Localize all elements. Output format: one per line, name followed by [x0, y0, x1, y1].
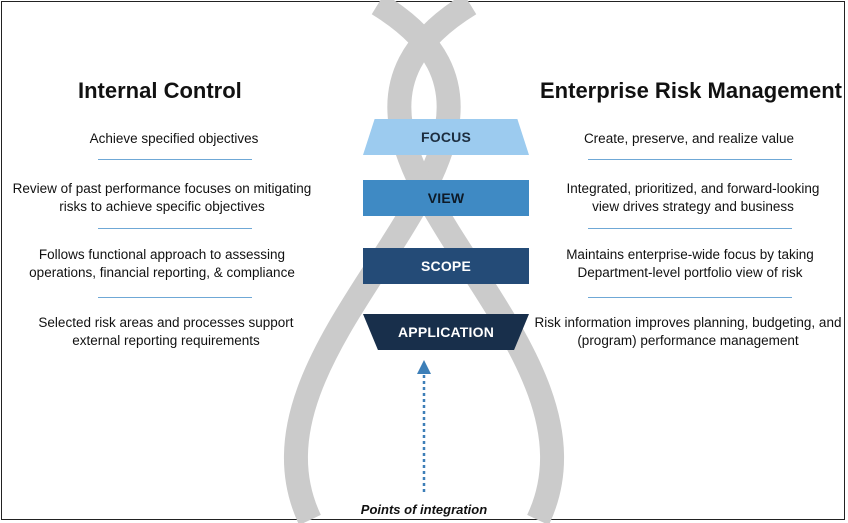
internal-control-title: Internal Control — [78, 78, 242, 103]
band-view: VIEW — [363, 180, 529, 216]
ic-divider-1 — [98, 159, 252, 160]
erm-item-2: Integrated, prioritized, and forward-loo… — [566, 181, 820, 214]
band-scope: SCOPE — [363, 248, 529, 284]
erm-item-3: Maintains enterprise-wide focus by takin… — [566, 247, 814, 280]
band-application: APPLICATION — [363, 314, 529, 350]
erm-divider-3 — [588, 297, 792, 298]
points-of-integration-caption: Points of integration — [360, 502, 488, 517]
ic-item-3: Follows functional approach to assessing… — [29, 247, 295, 280]
erm-item-1: Create, preserve, and realize value — [583, 131, 795, 146]
erm-divider-1 — [588, 159, 792, 160]
ic-item-4: Selected risk areas and processes suppor… — [38, 315, 294, 348]
ic-item-2: Review of past performance focuses on mi… — [12, 181, 312, 214]
helix-strand-left — [284, 0, 461, 523]
integration-arrow-head — [417, 360, 431, 374]
erm-title: Enterprise Risk Management — [540, 78, 842, 103]
erm-divider-2 — [588, 228, 792, 229]
band-focus: FOCUS — [363, 119, 529, 155]
helix-strand-right — [387, 0, 564, 523]
ic-divider-2 — [98, 228, 252, 229]
erm-item-4: Risk information improves planning, budg… — [534, 315, 842, 348]
ic-divider-3 — [98, 297, 252, 298]
ic-item-1: Achieve specified objectives — [89, 131, 259, 146]
